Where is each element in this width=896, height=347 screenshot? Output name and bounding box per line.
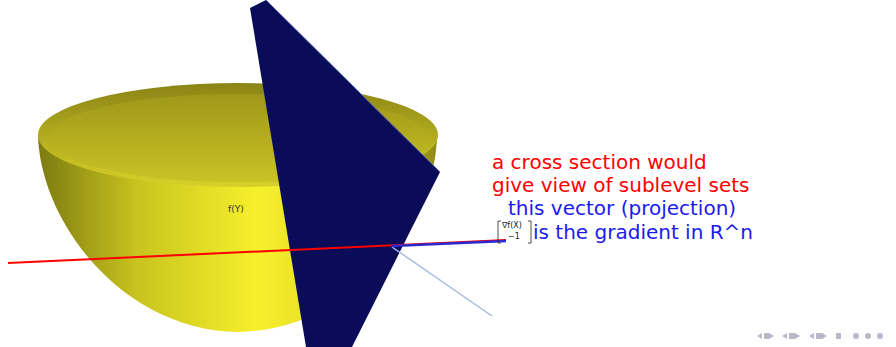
gradient-vector [392,241,506,246]
matrix-entry: −1 [508,233,520,242]
matrix-entry: ∇f(X) [502,222,522,231]
note-text: is the gradient in R^n [533,221,753,243]
tangent-plane [250,0,440,347]
note-text: a cross section would [492,151,707,173]
note-text: give view of sublevel sets [492,174,750,196]
nav-symbols [757,333,883,339]
surface-label: f(Y) [228,205,244,215]
note-text: this vector (projection) [508,197,736,219]
matrix-bracket [498,221,531,243]
cross-section-line [8,240,506,263]
normal-vector [392,247,492,316]
plane-edge [266,0,440,172]
